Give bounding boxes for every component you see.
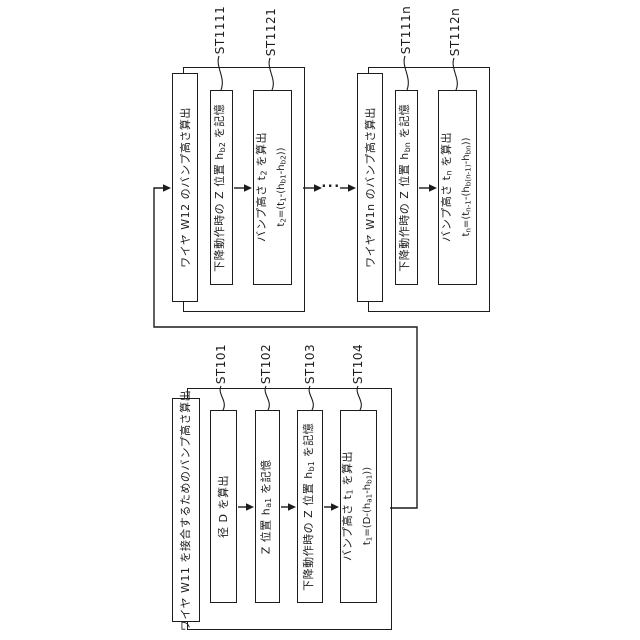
group-w11-title-bar: ワイヤ W11 を接合するためのバンプ高さ算出	[172, 389, 200, 631]
step-box-st104: バンプ高さ t1 を算出 t1=(D-(ha1-hb1))	[340, 410, 377, 603]
group-w12-title: ワイヤ W12 のバンプ高さ算出	[178, 107, 192, 268]
step-st1121-text: バンプ高さ t2 を算出	[255, 132, 270, 243]
step-st103-text: 下降動作時の Z 位置 hb1 を記憶	[302, 422, 316, 591]
step-label-st1121: ST1121	[264, 7, 278, 57]
step-st104-formula: t1=(D-(ha1-hb1))	[362, 467, 374, 546]
step-st111n-text: 下降動作時の Z 位置 hbn を記憶	[398, 103, 413, 272]
group-w1n-title-bar: ワイヤ W1n のバンプ高さ算出	[357, 73, 383, 302]
step-label-st103: ST103	[303, 343, 317, 385]
step-label-st104: ST104	[351, 343, 365, 385]
step-st102-text: Z 位置 ha1 を記憶	[259, 459, 274, 554]
continuation-dots: ···	[321, 179, 341, 195]
step-label-st1111: ST1111	[213, 5, 227, 55]
step-box-st1121: バンプ高さ t2 を算出 t2=(t1-(hb1-hb2))	[253, 90, 292, 285]
step-box-st111n: 下降動作時の Z 位置 hbn を記憶	[395, 90, 418, 285]
step-label-st111n: ST111n	[399, 5, 413, 55]
step-st101-text: 径 D を算出	[217, 475, 230, 538]
step-label-st102: ST102	[259, 343, 273, 385]
step-st112n-formula: tn=(tn-1-(hb(n-1)-hbn))	[461, 137, 473, 238]
group-w12-title-bar: ワイヤ W12 のバンプ高さ算出	[172, 73, 198, 302]
step-label-st101: ST101	[214, 343, 228, 385]
step-box-st1111: 下降動作時の Z 位置 hb2 を記憶	[210, 90, 233, 285]
arrow-w1n-enter	[340, 184, 356, 192]
step-st104-text: バンプ高さ t1 を算出	[341, 451, 356, 562]
arrow-w12-exit	[303, 184, 322, 192]
step-label-st112n: ST112n	[448, 7, 462, 57]
step-st112n-text: バンプ高さ tn を算出	[440, 132, 455, 243]
step-st1121-formula: t2=(t1-(hb1-hb2))	[276, 147, 288, 228]
step-box-st102: Z 位置 ha1 を記憶	[255, 410, 280, 603]
step-box-st103: 下降動作時の Z 位置 hb1 を記憶	[297, 410, 323, 603]
group-w11-title: ワイヤ W11 を接合するためのバンプ高さ算出	[179, 389, 193, 631]
step-st1111-text: 下降動作時の Z 位置 hb2 を記憶	[213, 103, 228, 272]
step-box-st101: 径 D を算出	[210, 410, 237, 603]
step-box-st112n: バンプ高さ tn を算出 tn=(tn-1-(hb(n-1)-hbn))	[438, 90, 477, 285]
group-w1n-title: ワイヤ W1n のバンプ高さ算出	[363, 107, 377, 268]
